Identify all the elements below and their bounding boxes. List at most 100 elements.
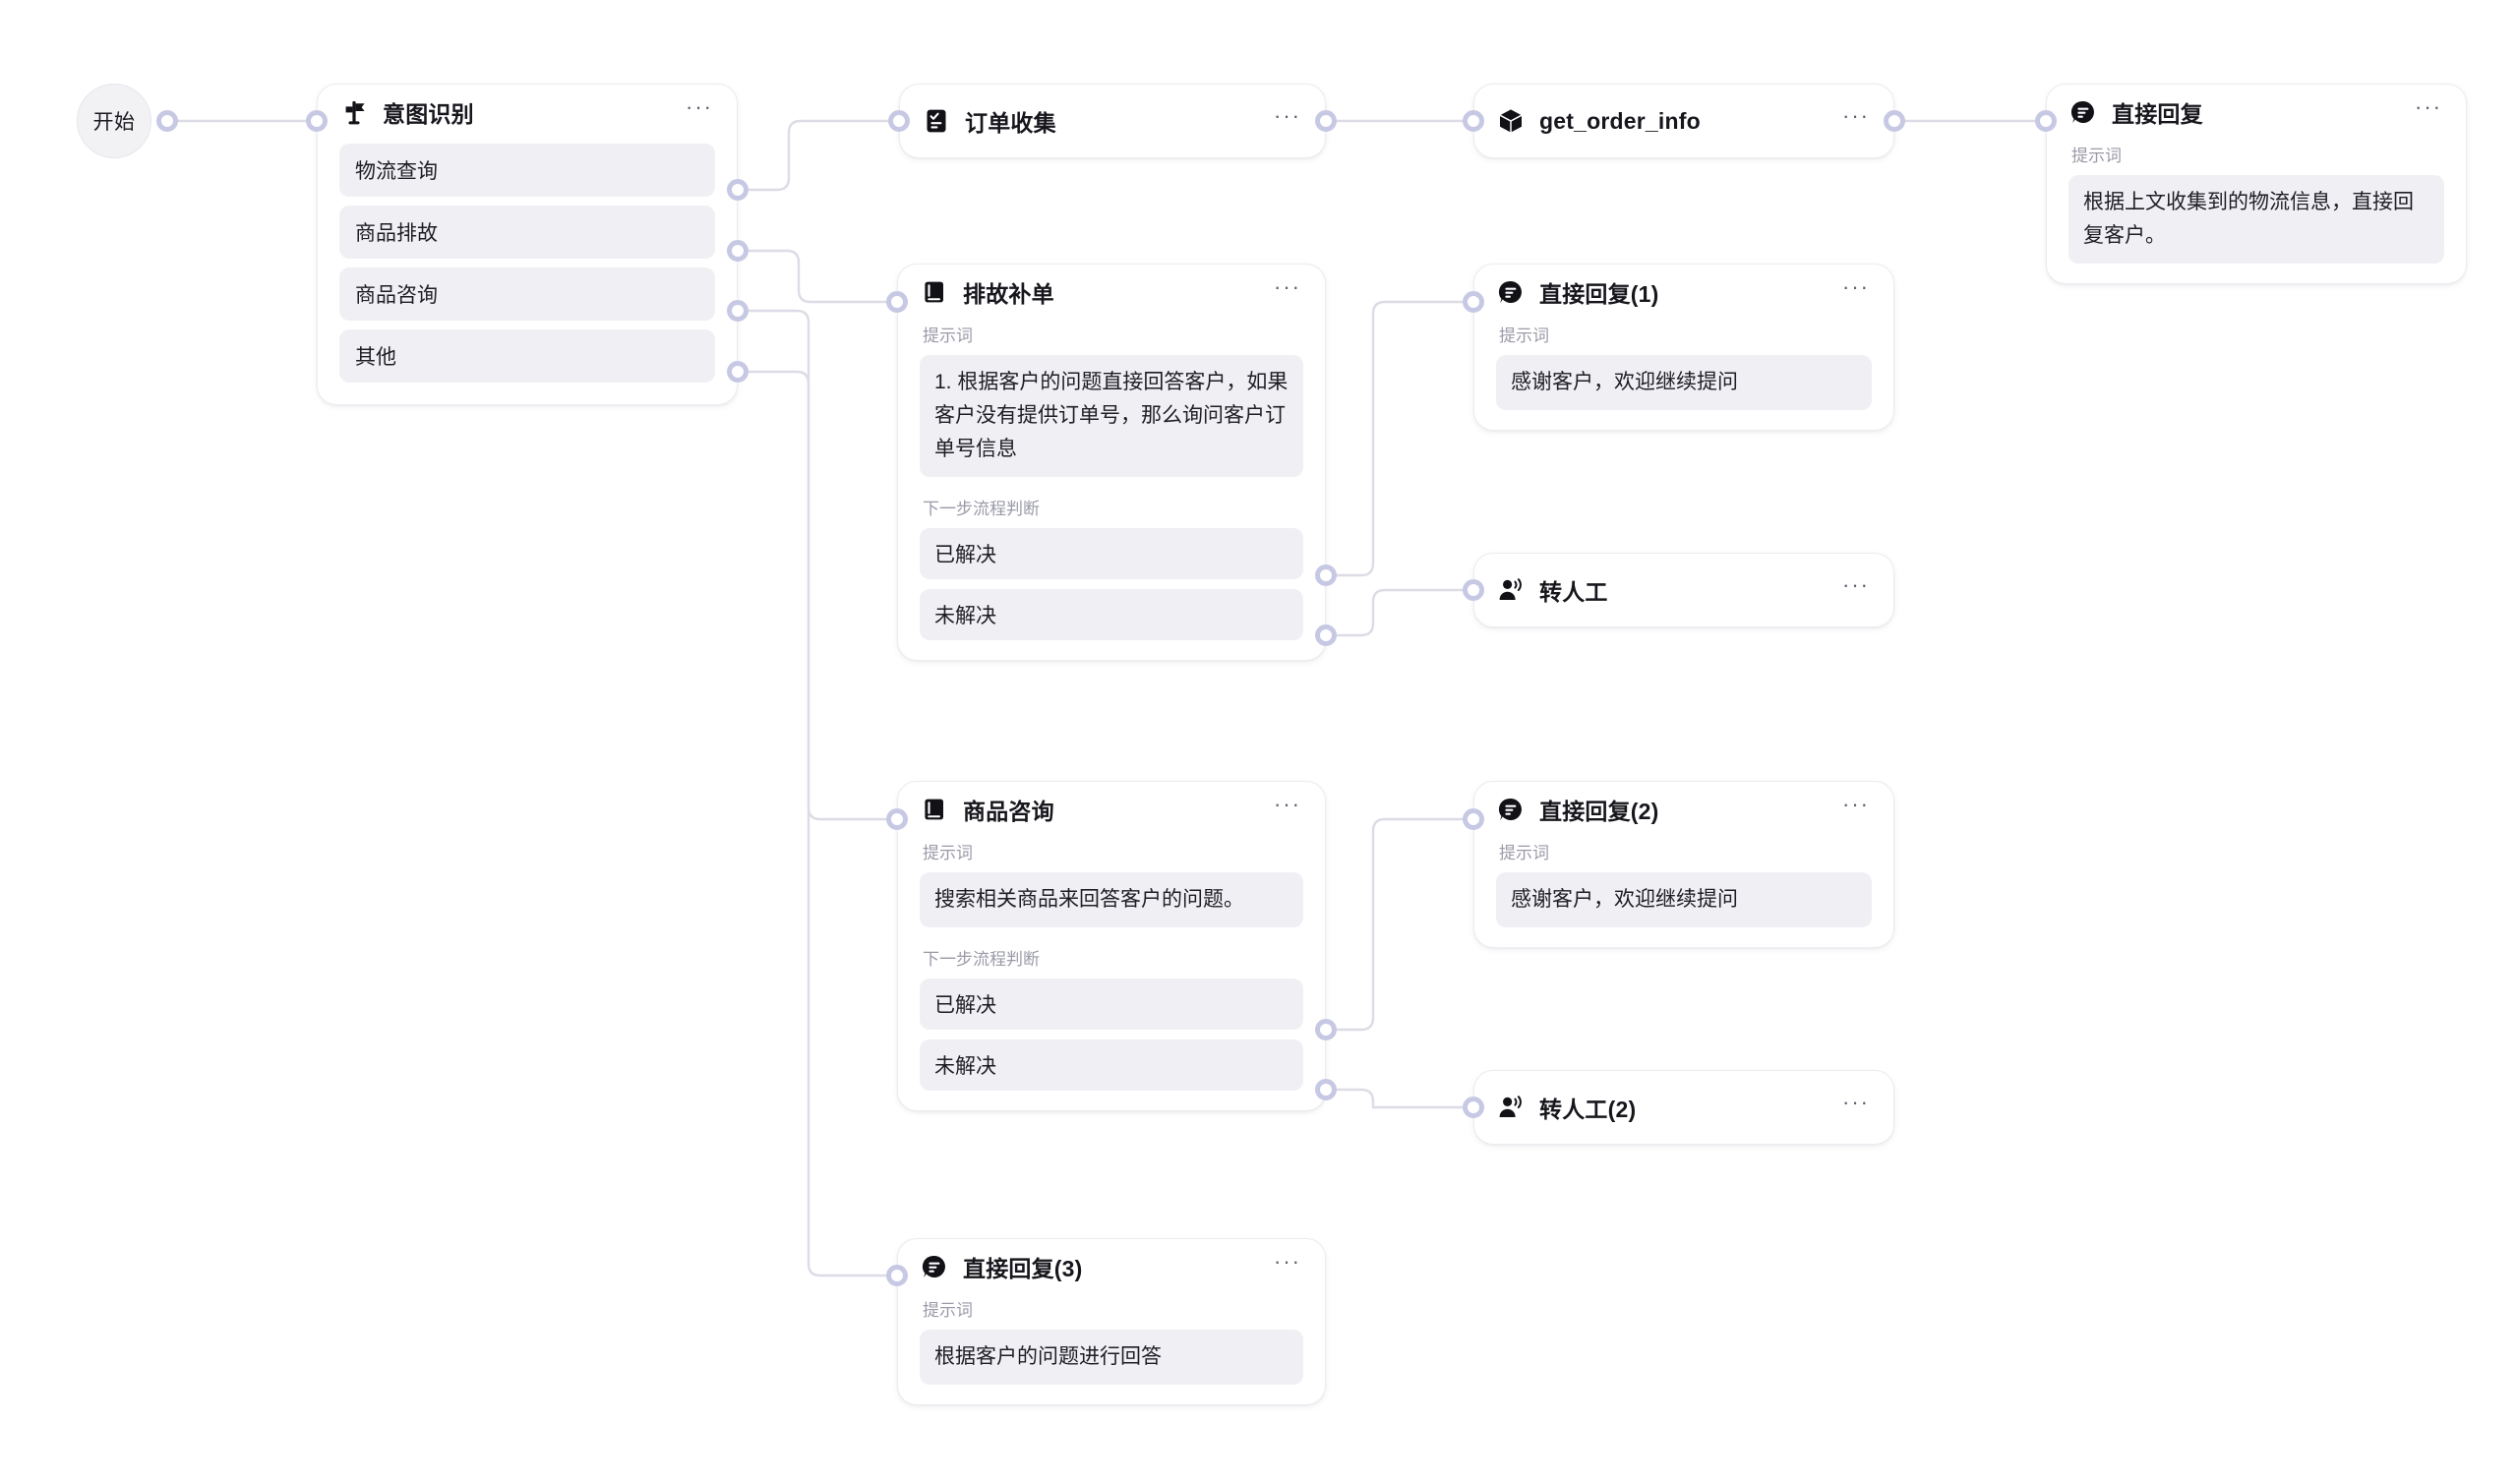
node-body: 提示词 感谢客户，欢迎继续提问 — [1474, 322, 1893, 430]
node-get-order-info[interactable]: get_order_info ··· — [1473, 84, 1894, 158]
reply-bubble-icon — [1496, 795, 1526, 824]
port-direct-reply-3-in[interactable] — [886, 1265, 908, 1286]
port-product-consult-out-resolved[interactable] — [1315, 1019, 1337, 1040]
reply-bubble-icon — [2068, 97, 2098, 127]
node-title: 转人工(2) — [1539, 1097, 1637, 1122]
branch-item-resolved[interactable]: 已解决 — [920, 979, 1303, 1030]
node-menu-button[interactable]: ··· — [1274, 274, 1301, 299]
prompt-value[interactable]: 根据上文收集到的物流信息，直接回复客户。 — [2068, 175, 2444, 264]
node-title: 直接回复(1) — [1539, 281, 1659, 307]
port-to-human-2-in[interactable] — [1463, 1097, 1484, 1118]
node-direct-reply-3[interactable]: 直接回复(3) ··· 提示词 根据客户的问题进行回答 — [897, 1238, 1326, 1405]
start-node[interactable]: 开始 — [77, 84, 151, 158]
node-title: 意图识别 — [383, 101, 474, 127]
node-fault-order[interactable]: 排故补单 ··· 提示词 1. 根据客户的问题直接回答客户，如果客户没有提供订单… — [897, 264, 1326, 661]
node-title: get_order_info — [1539, 107, 1701, 134]
port-direct-reply-1-in[interactable] — [1463, 291, 1484, 313]
node-menu-button[interactable]: ··· — [1274, 792, 1301, 816]
start-node-label: 开始 — [92, 111, 136, 134]
port-start-out[interactable] — [156, 110, 178, 132]
next-step-label: 下一步流程判断 — [923, 950, 1040, 969]
branch-item-unresolved[interactable]: 未解决 — [920, 589, 1303, 640]
intent-choice-item[interactable]: 商品排故 — [339, 206, 715, 259]
node-menu-button[interactable]: ··· — [1842, 1090, 1870, 1114]
node-to-human-2[interactable]: 转人工(2) ··· — [1473, 1070, 1894, 1145]
node-menu-button[interactable]: ··· — [1842, 572, 1870, 597]
node-header: 订单收集 ··· — [900, 85, 1325, 157]
node-header: 直接回复 ··· — [2047, 85, 2466, 140]
node-to-human[interactable]: 转人工 ··· — [1473, 553, 1894, 627]
node-body: 提示词 1. 根据客户的问题直接回答客户，如果客户没有提供订单号，那么询问客户订… — [898, 322, 1325, 660]
reply-bubble-icon — [1496, 277, 1526, 307]
node-title: 商品咨询 — [963, 799, 1054, 824]
node-menu-button[interactable]: ··· — [686, 94, 713, 119]
node-intent-recognition[interactable]: 意图识别 ··· 物流查询 商品排故 商品咨询 其他 — [317, 84, 738, 405]
port-order-collect-in[interactable] — [888, 110, 910, 132]
prompt-label: 提示词 — [2071, 147, 2122, 165]
port-get-order-info-out[interactable] — [1884, 110, 1905, 132]
book-icon — [920, 277, 949, 307]
port-intent-out-fault[interactable] — [727, 240, 749, 262]
node-order-collect[interactable]: 订单收集 ··· — [899, 84, 1326, 158]
prompt-value[interactable]: 1. 根据客户的问题直接回答客户，如果客户没有提供订单号，那么询问客户订单号信息 — [920, 355, 1303, 477]
reply-bubble-icon — [920, 1252, 949, 1281]
intent-choice-item[interactable]: 商品咨询 — [339, 267, 715, 321]
prompt-label: 提示词 — [923, 844, 973, 862]
form-check-icon — [922, 106, 951, 136]
node-menu-button[interactable]: ··· — [1274, 1249, 1301, 1274]
port-intent-out-logistics[interactable] — [727, 179, 749, 201]
prompt-label: 提示词 — [1499, 326, 1549, 345]
port-fault-order-out-unresolved[interactable] — [1315, 624, 1337, 646]
node-header: 转人工(2) ··· — [1474, 1071, 1893, 1144]
branch-item-unresolved[interactable]: 未解决 — [920, 1039, 1303, 1091]
node-menu-button[interactable]: ··· — [1842, 274, 1870, 299]
prompt-value[interactable]: 根据客户的问题进行回答 — [920, 1330, 1303, 1385]
branch-item-resolved[interactable]: 已解决 — [920, 528, 1303, 579]
node-menu-button[interactable]: ··· — [1842, 103, 1870, 128]
cube-icon — [1496, 106, 1526, 136]
prompt-value[interactable]: 搜索相关商品来回答客户的问题。 — [920, 872, 1303, 927]
port-get-order-info-in[interactable] — [1463, 110, 1484, 132]
prompt-label: 提示词 — [923, 1301, 973, 1320]
node-title: 直接回复(3) — [963, 1256, 1083, 1281]
node-menu-button[interactable]: ··· — [1842, 792, 1870, 816]
node-menu-button[interactable]: ··· — [1274, 103, 1301, 128]
node-body: 提示词 根据上文收集到的物流信息，直接回复客户。 — [2047, 142, 2466, 283]
node-header: 转人工 ··· — [1474, 554, 1893, 626]
port-direct-reply-in[interactable] — [2035, 110, 2057, 132]
port-to-human-in[interactable] — [1463, 579, 1484, 601]
intent-choice-item[interactable]: 物流查询 — [339, 144, 715, 197]
node-direct-reply-2[interactable]: 直接回复(2) ··· 提示词 感谢客户，欢迎继续提问 — [1473, 781, 1894, 948]
intent-choice-list: 物流查询 商品排故 商品咨询 其他 — [318, 140, 737, 404]
signpost-icon — [339, 97, 369, 127]
node-title: 转人工 — [1539, 579, 1608, 605]
node-product-consult[interactable]: 商品咨询 ··· 提示词 搜索相关商品来回答客户的问题。 下一步流程判断 已解决… — [897, 781, 1326, 1111]
intent-choice-item[interactable]: 其他 — [339, 329, 715, 383]
port-intent-out-consult[interactable] — [727, 300, 749, 322]
node-header: 直接回复(1) ··· — [1474, 265, 1893, 320]
port-intent-in[interactable] — [306, 110, 328, 132]
prompt-value[interactable]: 感谢客户，欢迎继续提问 — [1496, 355, 1872, 410]
node-header: 直接回复(2) ··· — [1474, 782, 1893, 837]
node-direct-reply-1[interactable]: 直接回复(1) ··· 提示词 感谢客户，欢迎继续提问 — [1473, 264, 1894, 431]
node-body: 提示词 感谢客户，欢迎继续提问 — [1474, 839, 1893, 947]
port-order-collect-out[interactable] — [1315, 110, 1337, 132]
node-title: 直接回复 — [2112, 101, 2203, 127]
node-header: 排故补单 ··· — [898, 265, 1325, 320]
port-product-consult-in[interactable] — [886, 808, 908, 830]
agent-handoff-icon — [1496, 575, 1526, 605]
agent-handoff-icon — [1496, 1093, 1526, 1122]
port-fault-order-in[interactable] — [886, 291, 908, 313]
prompt-value[interactable]: 感谢客户，欢迎继续提问 — [1496, 872, 1872, 927]
port-intent-out-other[interactable] — [727, 361, 749, 383]
node-direct-reply[interactable]: 直接回复 ··· 提示词 根据上文收集到的物流信息，直接回复客户。 — [2046, 84, 2467, 284]
book-icon — [920, 795, 949, 824]
port-direct-reply-2-in[interactable] — [1463, 808, 1484, 830]
port-fault-order-out-resolved[interactable] — [1315, 564, 1337, 586]
port-product-consult-out-unresolved[interactable] — [1315, 1079, 1337, 1100]
node-menu-button[interactable]: ··· — [2415, 94, 2442, 119]
node-header: 商品咨询 ··· — [898, 782, 1325, 837]
node-header: 意图识别 ··· — [318, 85, 737, 140]
node-header: 直接回复(3) ··· — [898, 1239, 1325, 1294]
